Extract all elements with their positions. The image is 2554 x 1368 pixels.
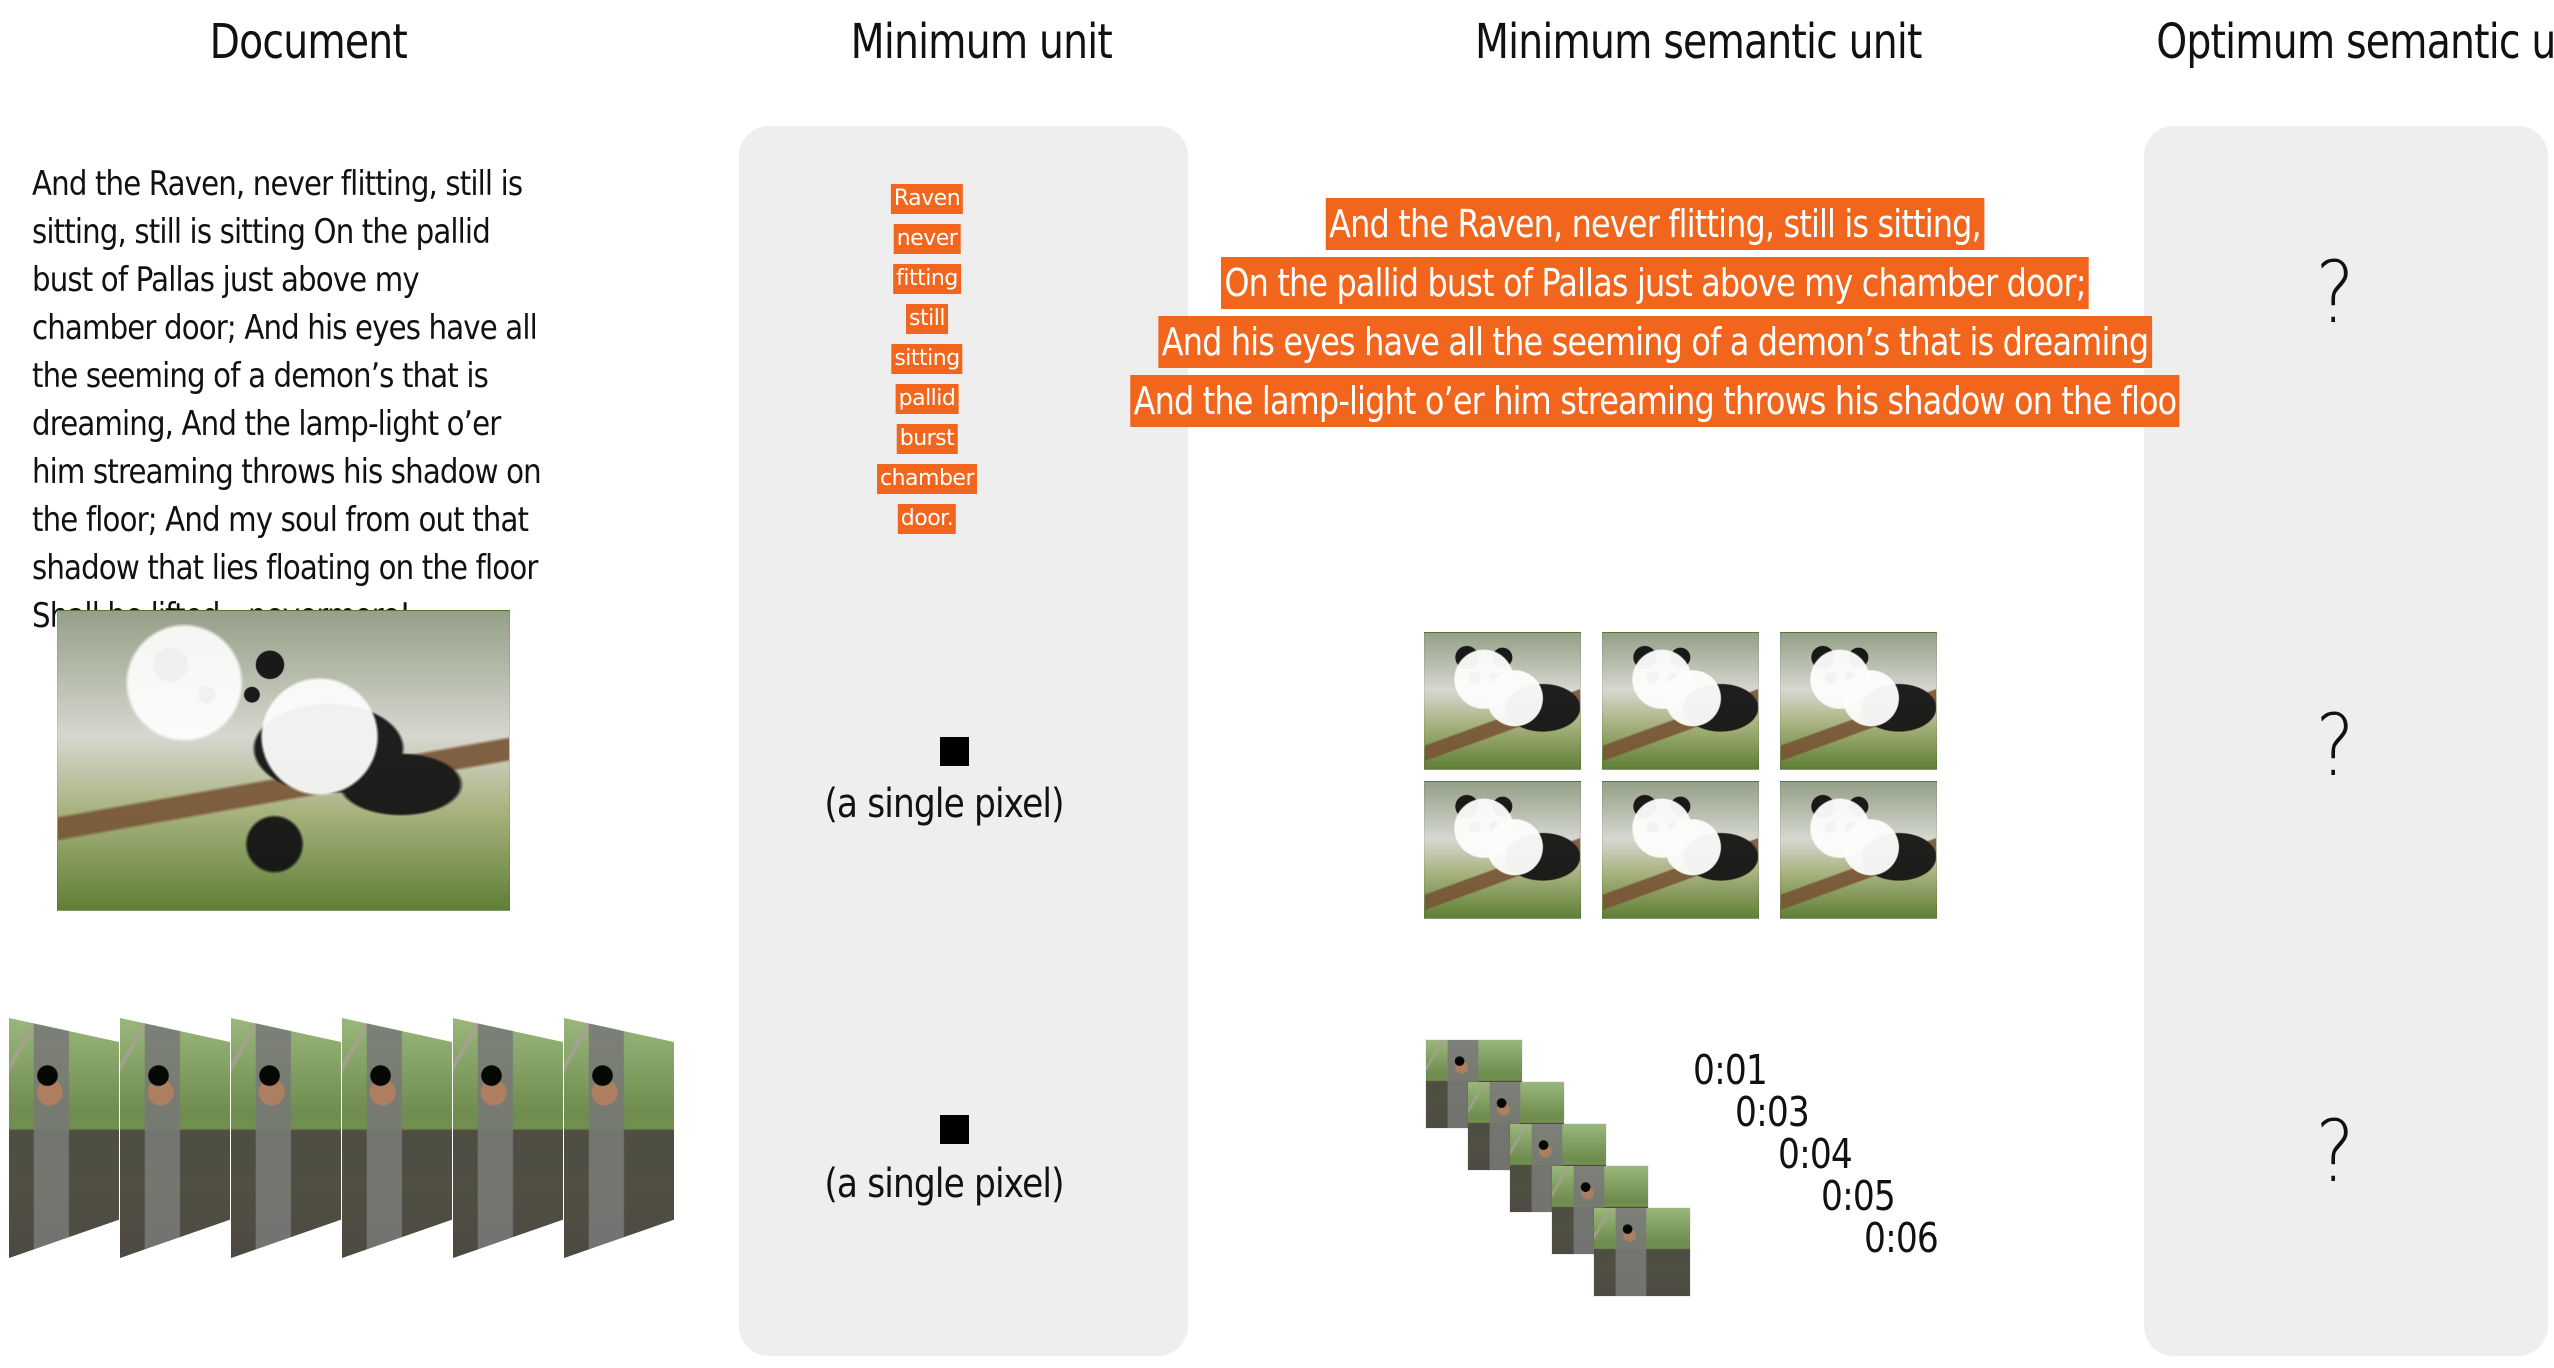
question-mark: ?: [2315, 696, 2355, 796]
semantic-line-4: And the lamp-light o’er him streaming th…: [1130, 375, 2180, 427]
panda-tile: [1602, 781, 1759, 919]
panda-tile: [1780, 632, 1937, 770]
video-frame: [564, 1018, 674, 1258]
video-clip-frame: [1594, 1208, 1690, 1296]
single-pixel-label: (a single pixel): [824, 1161, 1064, 1207]
single-pixel-square: [940, 737, 969, 766]
video-frame: [453, 1018, 563, 1258]
timestamp: 0:01: [1693, 1046, 1768, 1094]
video-frame: [9, 1018, 119, 1258]
timestamp: 0:05: [1821, 1172, 1896, 1220]
video-frame: [342, 1018, 452, 1258]
document-text: And the Raven, never flitting, still is …: [32, 164, 542, 636]
timestamp: 0:06: [1864, 1214, 1939, 1262]
minimum-semantic-unit-header: Minimum semantic unit: [1475, 14, 1922, 70]
semantic-line-1: And the Raven, never flitting, still is …: [1325, 198, 1985, 250]
question-mark: ?: [2315, 1102, 2355, 1202]
document-header: Document: [209, 14, 408, 70]
question-mark: ?: [2315, 243, 2355, 343]
word-unit-still: still: [906, 304, 948, 334]
single-pixel-square: [940, 1115, 969, 1144]
word-unit-fitting: fitting: [893, 264, 961, 294]
word-unit-never: never: [893, 224, 961, 254]
panda-tile: [1602, 632, 1759, 770]
single-pixel-label: (a single pixel): [824, 781, 1064, 827]
panda-tile: [1424, 781, 1581, 919]
word-unit-burst: burst: [896, 424, 958, 454]
timestamp: 0:03: [1735, 1088, 1810, 1136]
panda-tile: [1780, 781, 1937, 919]
optimum-semantic-unit-panel: [2144, 126, 2548, 1356]
minimum-unit-header: Minimum unit: [850, 14, 1113, 70]
semantic-line-2: On the pallid bust of Pallas just above …: [1220, 257, 2090, 309]
word-unit-door: door.: [897, 504, 957, 534]
panda-document-image: [57, 610, 510, 911]
optimum-semantic-unit-header: Optimum semantic unit: [2156, 14, 2554, 70]
video-frame: [120, 1018, 230, 1258]
word-unit-raven: Raven: [890, 184, 964, 214]
semantic-line-3: And his eyes have all the seeming of a d…: [1158, 316, 2152, 368]
word-unit-pallid: pallid: [895, 384, 959, 414]
word-unit-chamber: chamber: [877, 464, 977, 494]
video-frame: [231, 1018, 341, 1258]
panda-tile: [1424, 632, 1581, 770]
word-unit-sitting: sitting: [891, 344, 963, 374]
timestamp: 0:04: [1778, 1130, 1853, 1178]
